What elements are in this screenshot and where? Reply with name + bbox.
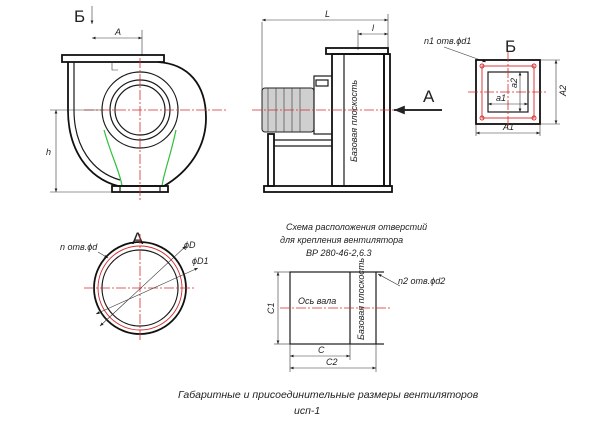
front-view: Б А h — [46, 6, 226, 200]
dim-L: L — [325, 9, 330, 19]
scheme-title-2: для крепления вентилятора — [280, 235, 403, 245]
dim-a: А — [114, 27, 121, 37]
base-plane-label-scheme: Базовая плоскость — [356, 258, 366, 340]
label-b-right: Б — [505, 37, 516, 56]
holes-n1: n1 отв.ϕd1 — [424, 36, 471, 46]
dim-l: l — [372, 23, 375, 33]
label-a-view: А — [132, 229, 144, 248]
inlet-view: А n отв.ϕd ϕD ϕD1 — [60, 229, 209, 342]
label-a-arrow: А — [423, 87, 435, 106]
label-b-top: Б — [74, 7, 85, 26]
base-plane-label-side: Базовая плоскость — [349, 80, 359, 162]
dim-D: ϕD — [184, 240, 196, 250]
dim-D1: ϕD1 — [192, 256, 209, 266]
dim-C2: C2 — [326, 357, 338, 367]
dim-a1: a1 — [496, 93, 506, 103]
shaft-axis-label: Ось вала — [298, 296, 336, 306]
dim-C1: C1 — [266, 302, 276, 314]
outlet-flange-view: Б n1 отв.ϕd1 a1 a2 A1 A2 — [424, 36, 568, 136]
side-view: L l Базовая плоскость А — [252, 9, 442, 193]
scheme-title-1: Схема расположения отверстий — [286, 222, 427, 232]
dim-A1: A1 — [502, 122, 514, 132]
scheme-title-3: ВР 280-46-2,6.3 — [306, 248, 372, 258]
dim-a2: a2 — [509, 78, 519, 88]
dim-C: C — [318, 345, 325, 355]
dim-A2: A2 — [558, 85, 568, 97]
holes-n: n отв.ϕd — [60, 242, 98, 252]
dim-h: h — [46, 147, 51, 157]
caption-line-2: исп-1 — [294, 405, 320, 417]
caption-line-1: Габаритные и присоединительные размеры в… — [178, 389, 479, 401]
mounting-scheme: Схема расположения отверстий для креплен… — [266, 222, 445, 372]
holes-n2: n2 отв.ϕd2 — [398, 276, 445, 286]
